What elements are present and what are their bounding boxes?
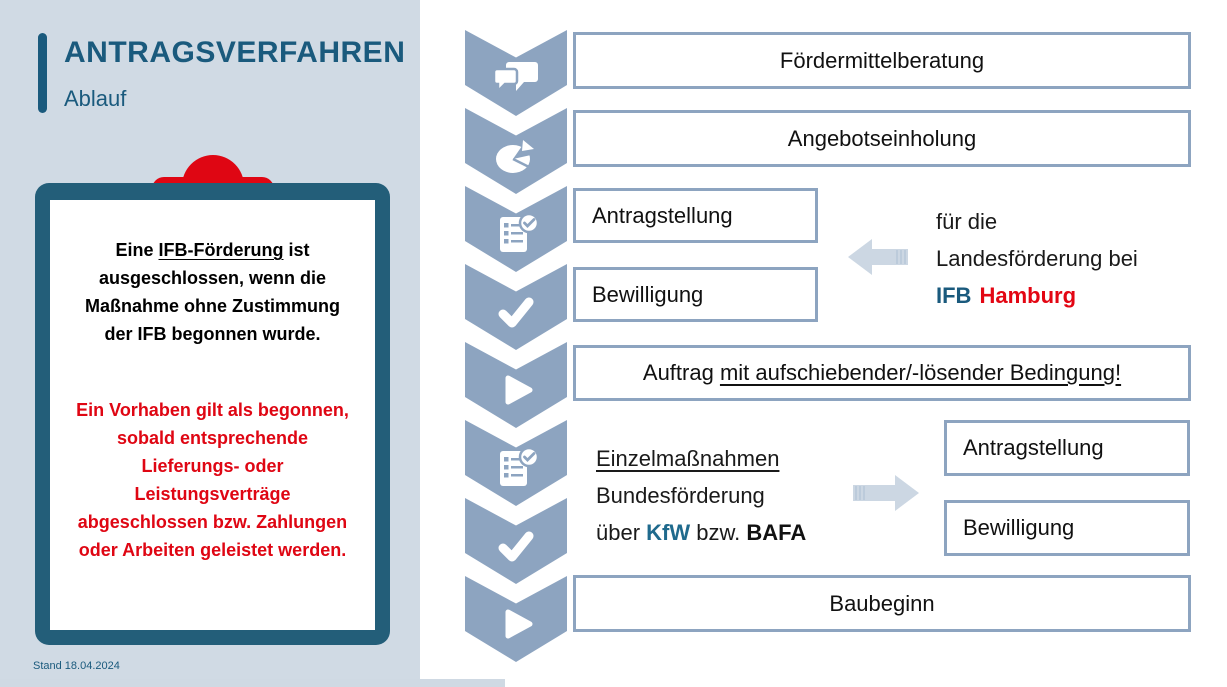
ueber-label: über [596,520,647,545]
note-exclusion: Eine IFB-Förderung ist ausgeschlossen, w… [70,236,355,348]
box-label: Bewilligung [963,515,1075,540]
bundesfoerderung-line2: Bundesförderung [596,483,765,508]
kfw-label: KfW [646,520,691,545]
play-icon [505,375,533,405]
chat-bubbles-icon [492,62,538,95]
note-begin-definition: Ein Vorhaben gilt als begonnen, sobald e… [76,400,349,560]
note-exclusion-underlined: IFB-Förderung [158,240,284,260]
flow-step-chevron [465,30,567,116]
page-title: ANTRAGSVERFAHREN [64,36,406,69]
bafa-label: BAFA [746,520,807,545]
version-date: Stand 18.04.2024 [33,660,120,672]
pie-chart-icon [496,140,534,173]
box-bewilligung-bundesfoerderung: Bewilligung [944,500,1190,556]
clipboard-paper: Eine IFB-Förderung ist ausgeschlossen, w… [50,200,375,630]
box-bewilligung-landesfoerderung: Bewilligung [573,267,818,322]
auftrag-underlined: mit aufschiebender/-lösender Bedingung! [719,360,1122,385]
clipboard-frame: Eine IFB-Förderung ist ausgeschlossen, w… [35,183,390,645]
box-angebotseinholung: Angebotseinholung [573,110,1191,167]
landesfoerderung-note: für die Landesförderung bei IFB Hamburg [936,203,1138,314]
landesfoerderung-line1: für die [936,209,998,234]
box-label: Auftrag mit aufschiebender/-lösender Bed… [643,360,1121,386]
bzw-label: bzw. [690,520,747,545]
page-subtitle: Ablauf [64,86,127,111]
flow-step-chevron [465,264,567,350]
hamburg-label: Hamburg [979,283,1077,308]
box-auftrag-bedingung: Auftrag mit aufschiebender/-lösender Bed… [573,345,1191,401]
checklist-check-icon [500,446,540,486]
checklist-check-icon [500,212,540,252]
box-label: Antragstellung [592,202,733,228]
flow-step-chevron [465,108,567,194]
box-label: Bewilligung [592,281,704,307]
checkmark-icon [498,297,534,328]
box-baubeginn: Baubeginn [573,575,1191,632]
bundesfoerderung-note: Einzelmaßnahmen Bundesförderung über KfW… [596,440,806,551]
checkmark-icon [498,531,534,562]
einzelmassnahmen-label: Einzelmaßnahmen [596,446,780,471]
box-antragstellung-landesfoerderung: Antragstellung [573,188,818,243]
flow-step-chevron [465,342,567,428]
landesfoerderung-line2: Landesförderung bei [936,246,1138,271]
note-exclusion-part2: ist ausgeschlossen, wenn die Maßnahme oh… [84,240,340,344]
ifb-label: IFB [936,283,972,308]
flow-step-chevron [465,420,567,506]
title-accent-bar [38,33,47,113]
box-label: Antragstellung [963,435,1104,460]
bundesfoerderung-line3: über KfW bzw. BAFA [596,514,806,551]
box-label: Angebotseinholung [787,125,977,151]
auftrag-plain: Auftrag [642,360,720,385]
flow-step-chevron [465,186,567,272]
clipboard: Eine IFB-Förderung ist ausgeschlossen, w… [35,155,390,645]
box-label: Fördermittelberatung [779,47,985,73]
footer-strip [0,679,505,687]
box-foerdermittelberatung: Fördermittelberatung [573,32,1191,89]
landesfoerderung-line3: IFB Hamburg [936,277,1138,314]
sidebar: ANTRAGSVERFAHREN Ablauf Eine IFB-Förderu… [0,0,420,687]
left-arrow-icon [848,239,908,275]
flow-step-chevron [465,498,567,584]
box-antragstellung-bundesfoerderung: Antragstellung [944,420,1190,476]
play-icon [505,609,533,639]
right-arrow-icon [853,475,919,511]
note-exclusion-part1: Eine [115,240,159,260]
flow-step-chevron [465,576,567,662]
box-label: Baubeginn [829,590,935,616]
